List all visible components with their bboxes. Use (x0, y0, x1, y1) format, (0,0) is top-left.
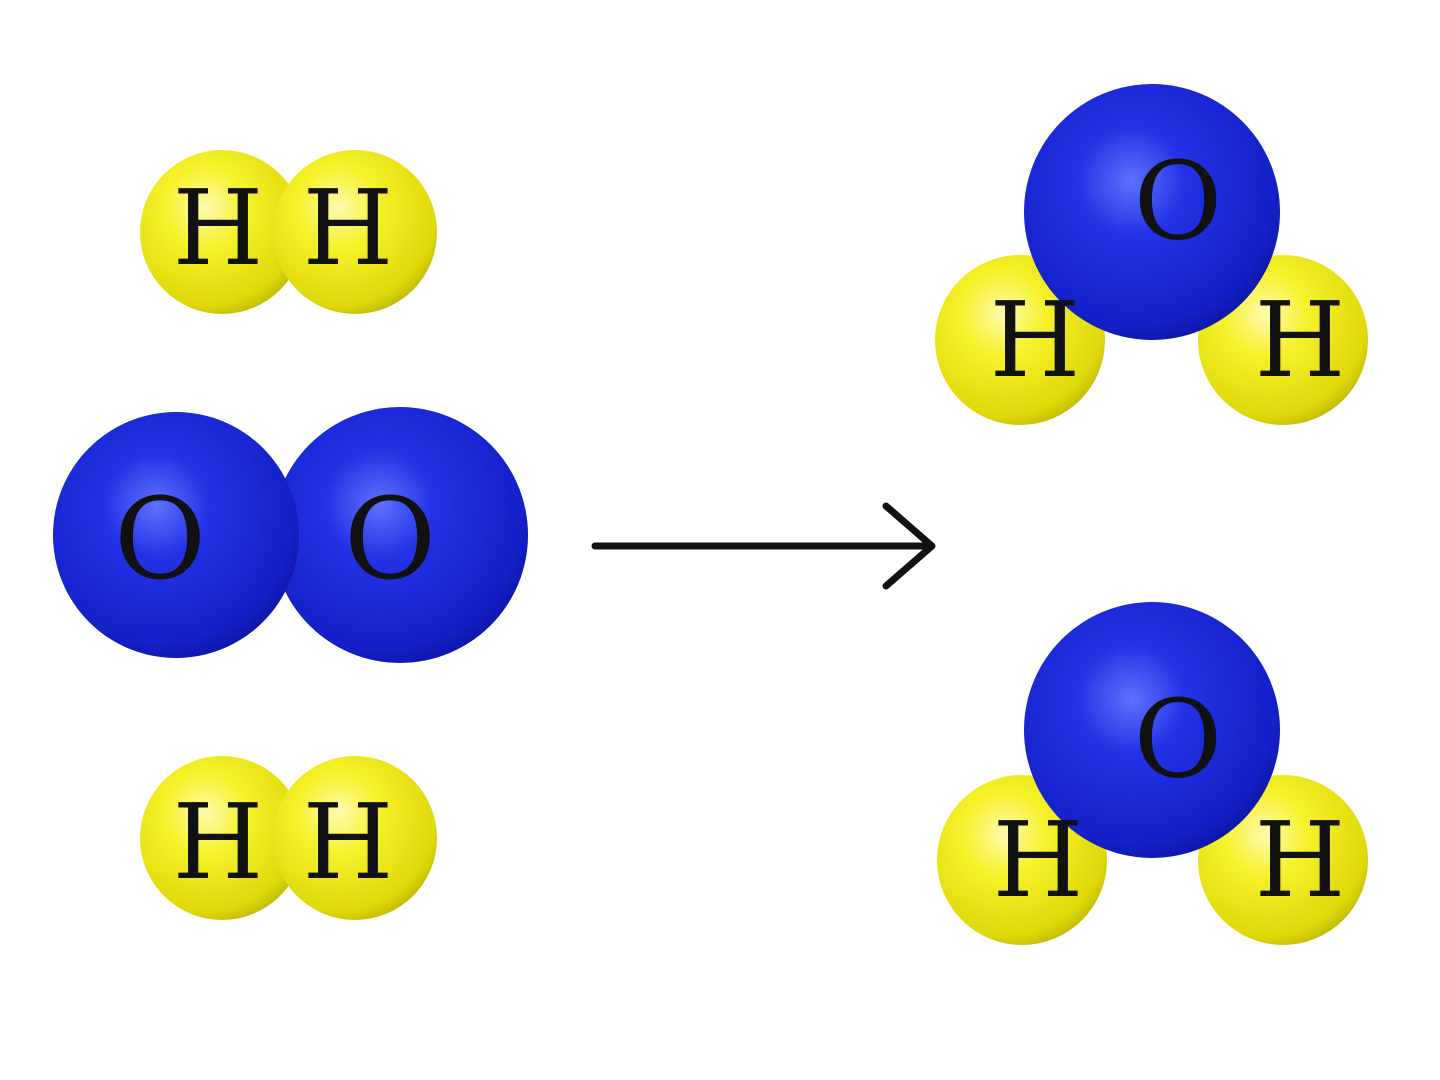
oxygen-label: O (114, 475, 206, 605)
hydrogen-molecule-top: H H (140, 150, 437, 314)
hydrogen-atom (273, 150, 437, 314)
oxygen-label: O (1134, 140, 1223, 265)
oxygen-molecule: O O (53, 407, 528, 663)
oxygen-atom (1024, 84, 1280, 340)
hydrogen-molecule-bottom: H H (140, 756, 437, 920)
hydrogen-atom (140, 150, 304, 314)
right-arrow-icon (591, 502, 936, 590)
hydrogen-atom (273, 756, 437, 920)
water-molecule-bottom: O H H (937, 602, 1368, 945)
water-molecule-top: O H H (935, 84, 1368, 425)
oxygen-atom (272, 407, 528, 663)
oxygen-label: O (1134, 678, 1223, 803)
hydrogen-atom (140, 756, 304, 920)
hydrogen-label: H (993, 799, 1084, 921)
oxygen-atom (1024, 602, 1280, 858)
oxygen-atom (53, 412, 299, 658)
hydrogen-label: H (990, 279, 1081, 401)
hydrogen-label: H (303, 781, 394, 903)
hydrogen-label: H (1255, 799, 1346, 921)
hydrogen-label: H (173, 167, 264, 289)
oxygen-label: O (344, 475, 436, 605)
hydrogen-label: H (173, 781, 264, 903)
hydrogen-label: H (1255, 279, 1346, 401)
hydrogen-label: H (303, 167, 394, 289)
